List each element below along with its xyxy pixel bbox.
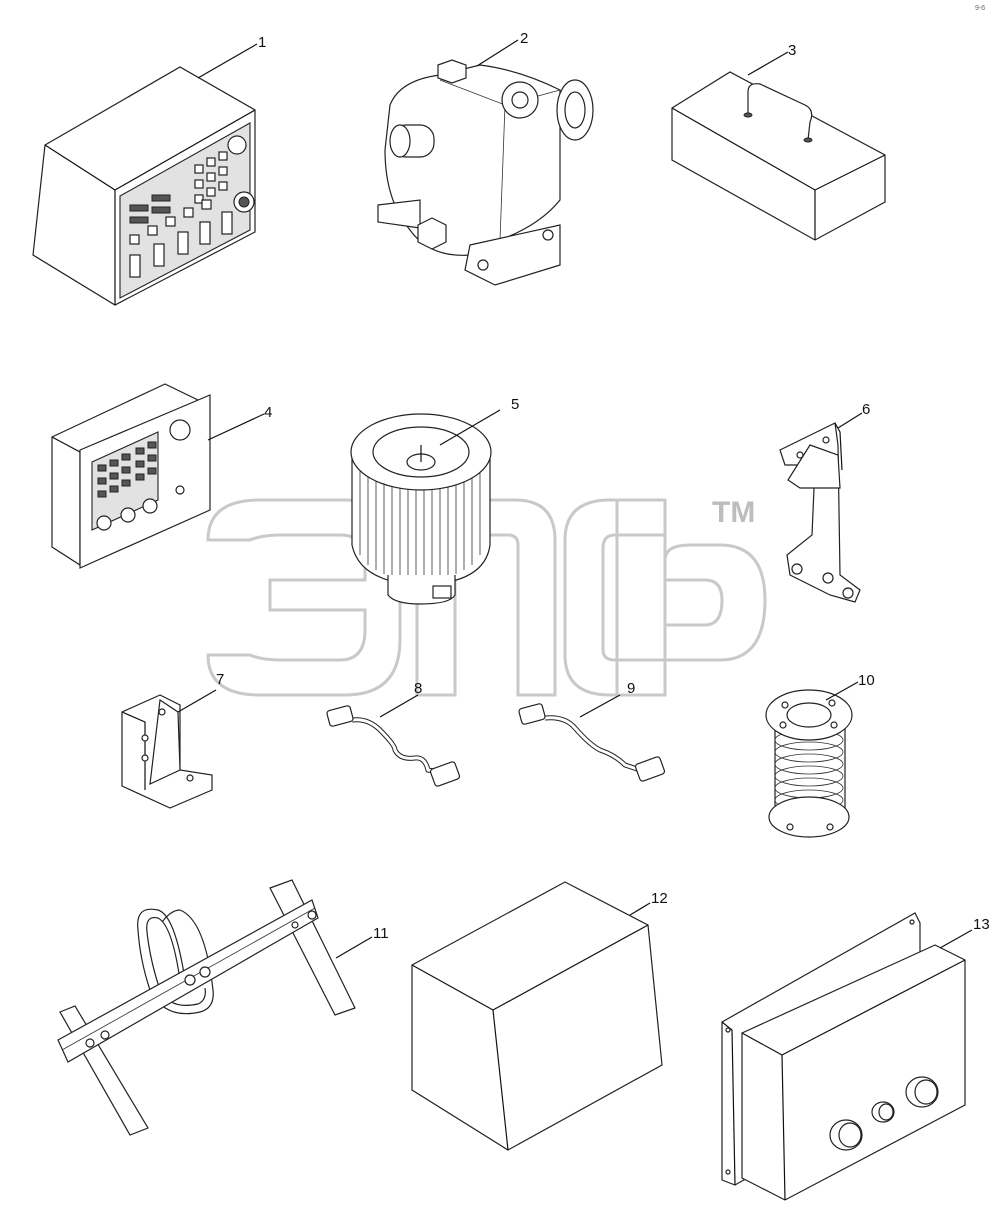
part-9-harness (518, 694, 666, 782)
callout-2: 2 (520, 30, 528, 47)
callout-7: 7 (216, 671, 224, 688)
part-1-control-box (32, 43, 258, 306)
trademark-text: TM (712, 496, 755, 529)
part-2-pump (377, 39, 594, 286)
callout-3: 3 (788, 42, 796, 59)
part-6-bracket (779, 412, 863, 603)
callout-6: 6 (862, 401, 870, 418)
callout-1: 1 (258, 34, 266, 51)
part-7-angle-bracket (121, 689, 217, 809)
callout-11: 11 (373, 925, 389, 942)
part-13-knobs (829, 1076, 939, 1151)
part-8-harness (326, 694, 461, 787)
callout-5: 5 (511, 396, 519, 413)
part-12-cover-box (411, 881, 663, 1151)
part-11-frame (57, 879, 373, 1136)
part-4-control-panel (51, 383, 265, 569)
part-5-air-filter (350, 409, 501, 605)
part-10-bellows (765, 681, 859, 838)
part-13-enclosure (721, 912, 973, 1201)
sheet-ref: 9-6 (975, 5, 985, 12)
part-3-carry-box (671, 51, 886, 241)
callout-12: 12 (651, 890, 668, 907)
callout-4: 4 (264, 404, 272, 421)
callout-8: 8 (414, 680, 422, 697)
callout-13: 13 (973, 916, 990, 933)
callout-10: 10 (858, 672, 875, 689)
callout-9: 9 (627, 680, 635, 697)
